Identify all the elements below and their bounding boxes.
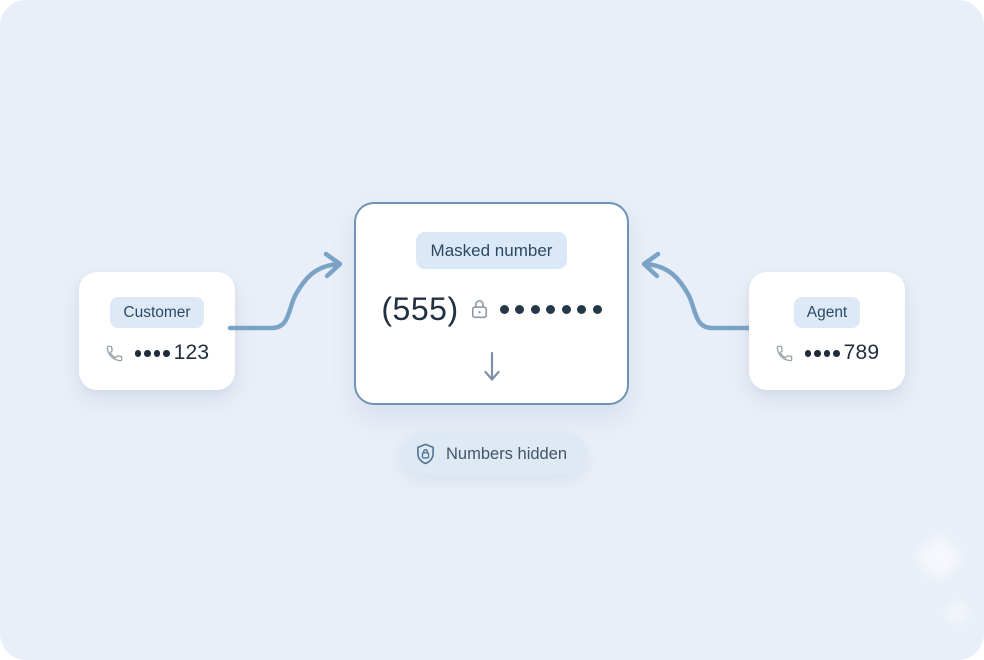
customer-masked-number: 123 [134,341,210,365]
masked-number-display: (555) [381,291,602,327]
agent-role-badge: Agent [793,296,861,329]
customer-number-row: 123 [105,341,210,365]
customer-role-badge: Customer [110,296,204,329]
phone-icon [776,345,792,362]
agent-masked-number: 789 [804,341,880,365]
masked-number-badge: Masked number [415,232,568,269]
status-badge: Numbers hidden [400,433,588,475]
masked-number-card: Masked number (555) [354,202,629,405]
customer-visible-digits: 123 [173,341,210,365]
status-badge-label: Numbers hidden [446,444,568,463]
sparkle-diamond-decoration [913,532,965,584]
arrow-curve-left-icon [641,251,757,331]
agent-card: Agent 789 [749,272,905,390]
customer-card: Customer 123 [79,272,235,390]
lock-icon [471,300,487,319]
agent-mask-dots [804,350,840,357]
arrow-curve-right-icon [227,251,343,331]
area-code-text: (555) [381,291,459,327]
shield-lock-icon [417,443,434,465]
masked-digits-dots [499,304,602,314]
agent-number-row: 789 [775,341,880,365]
sparkle-small-decoration [944,600,970,626]
phone-icon [106,345,122,362]
customer-mask-dots [134,350,170,357]
arrow-down-icon [483,351,500,381]
agent-visible-digits: 789 [843,341,880,365]
